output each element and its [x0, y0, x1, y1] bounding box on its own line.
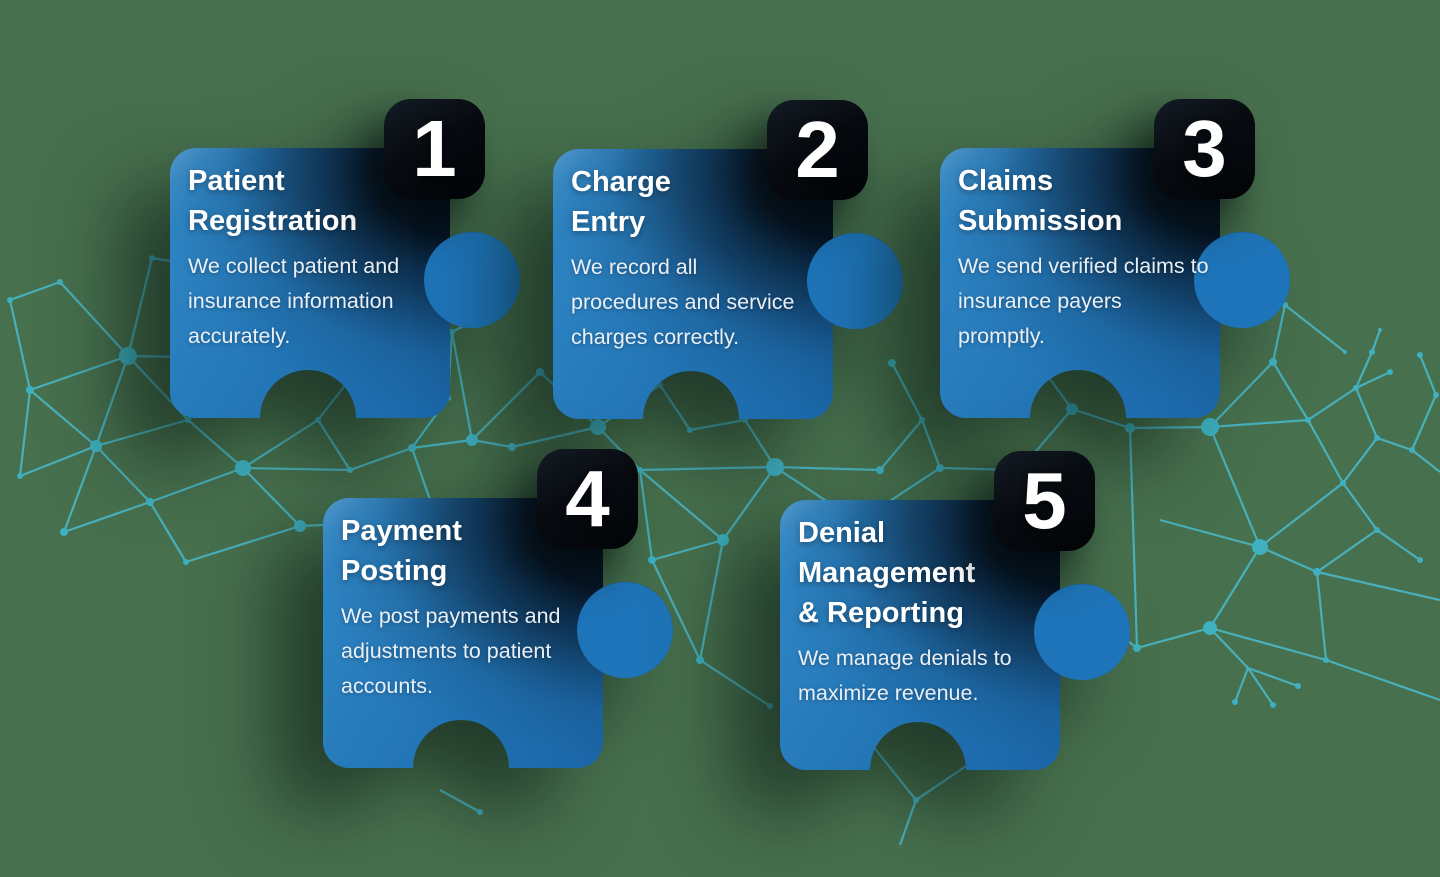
step-description: We record all procedures and service cha… [571, 255, 795, 349]
step-number-badge: 1 [384, 99, 485, 199]
step-number: 3 [1182, 104, 1227, 193]
step-description: We collect patient and insurance informa… [188, 254, 400, 348]
step-5-puzzle-card: 5 Denial Management & Reporting We manag… [780, 451, 1132, 770]
step-number: 2 [795, 105, 840, 194]
step-description: We send verified claims to insurance pay… [958, 254, 1209, 348]
step-number-badge: 4 [537, 449, 638, 549]
step-number: 5 [1022, 456, 1067, 545]
step-title: Charge Entry [571, 166, 671, 238]
puzzle-knob [1034, 584, 1130, 680]
step-2-puzzle-card: 2 Charge Entry We record all procedures … [553, 100, 905, 419]
step-number-badge: 5 [994, 451, 1095, 551]
step-number-badge: 2 [767, 100, 868, 200]
step-title: Payment Posting [341, 515, 462, 587]
puzzle-shape [170, 148, 520, 418]
step-text-block: Denial Management & Reporting We manage … [798, 513, 1060, 711]
step-title: Patient Registration [188, 165, 358, 237]
step-text-block: Charge Entry We record all procedures an… [571, 162, 833, 355]
step-text-block: Payment Posting We post payments and adj… [341, 511, 603, 704]
puzzle-knob [807, 233, 903, 329]
step-description: We post payments and adjustments to pati… [341, 604, 561, 698]
puzzle-shape [553, 149, 903, 419]
step-number-badge: 3 [1154, 99, 1255, 199]
puzzle-shape [940, 148, 1290, 418]
step-4-puzzle-card: 4 Payment Posting We post payments and a… [323, 449, 675, 768]
puzzle-shape [780, 500, 1130, 770]
step-text-block: Claims Submission We send verified claim… [958, 161, 1220, 354]
step-1-puzzle-card: 1 Patient Registration We collect patien… [170, 99, 522, 418]
step-title: Claims Submission [958, 165, 1123, 237]
step-title: Denial Management & Reporting [798, 517, 976, 629]
step-number: 4 [565, 454, 610, 543]
step-number: 1 [412, 104, 457, 193]
step-text-block: Patient Registration We collect patient … [188, 161, 450, 354]
puzzle-knob [1194, 232, 1290, 328]
step-description: We manage denials to maximize revenue. [798, 646, 1012, 705]
puzzle-knob [577, 582, 673, 678]
puzzle-knob [424, 232, 520, 328]
puzzle-shape [323, 498, 673, 768]
step-3-puzzle-card: 3 Claims Submission We send verified cla… [940, 99, 1292, 418]
